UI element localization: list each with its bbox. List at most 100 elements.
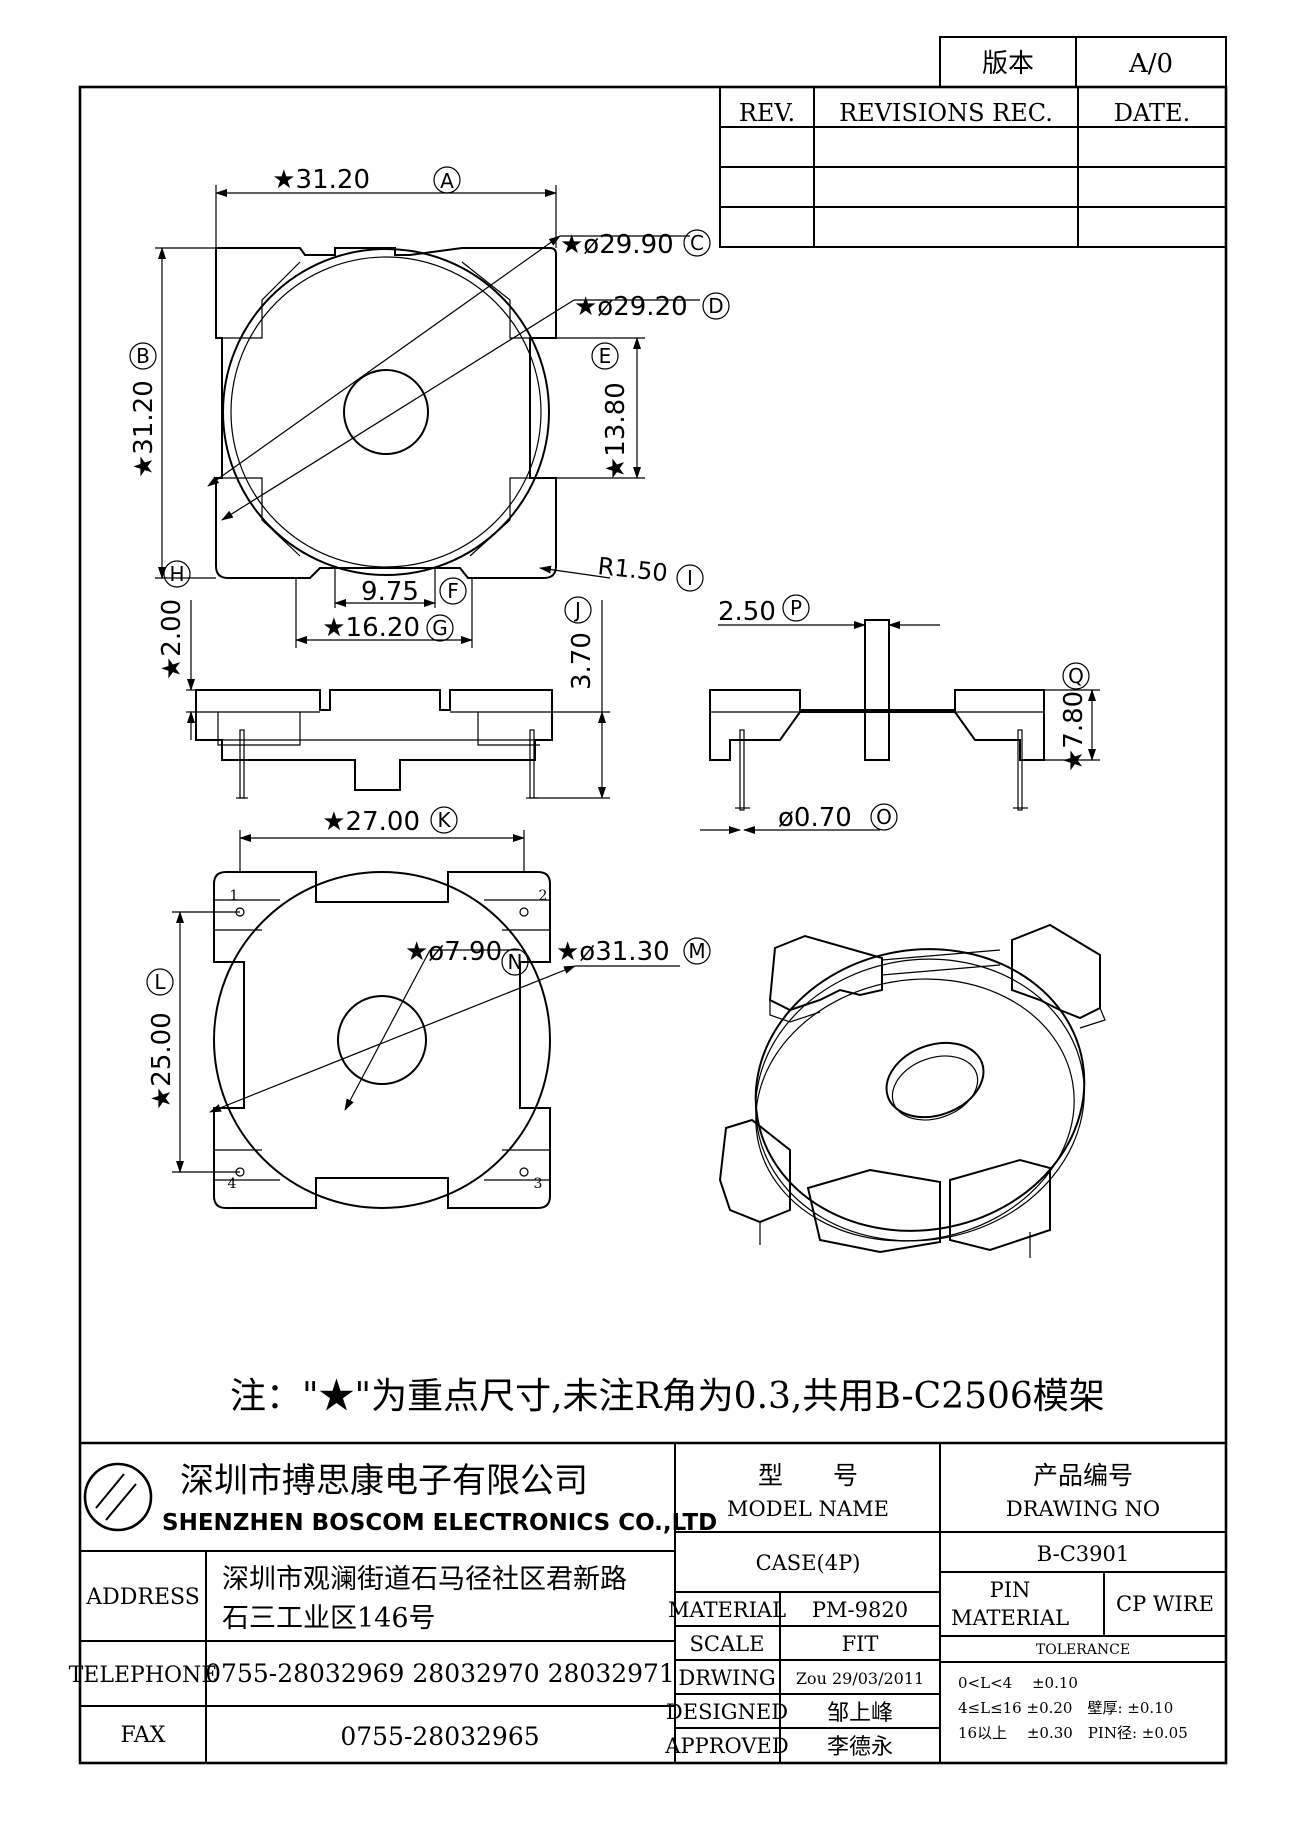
dim-Q-value: ★7.80	[1059, 691, 1089, 772]
dimension-H: ★2.00 H	[157, 560, 196, 740]
dim-J-value: 3.70	[567, 632, 597, 690]
sheet-border	[78, 85, 1228, 1765]
dimension-K: ★27.00 K	[239, 806, 525, 872]
dim-I-value: R1.50	[596, 552, 669, 587]
dim-M-value: ★ø31.30	[556, 937, 670, 967]
dim-F-value: 9.75	[361, 577, 419, 607]
scale-label: SCALE	[690, 1632, 765, 1656]
pin-material-label-2: MATERIAL	[951, 1606, 1069, 1630]
dimension-N: ★ø7.90 N	[405, 937, 529, 976]
center-hole	[343, 369, 429, 455]
title-block	[80, 1441, 1226, 1763]
company-name-en: SHENZHEN BOSCOM ELECTRONICS CO.,LTD	[162, 1510, 717, 1536]
dimension-F: 9.75 F	[334, 568, 467, 608]
dim-I-letter: I	[687, 566, 693, 590]
dim-D-letter: D	[708, 294, 723, 318]
dimension-B: ★31.20 B	[129, 247, 216, 579]
dim-Q-letter: Q	[1068, 664, 1084, 688]
address-label: ADDRESS	[85, 1585, 200, 1610]
drwing-value: Zou 29/03/2011	[796, 1669, 924, 1688]
revisions-header: REVISIONS REC.	[839, 99, 1053, 127]
dim-K-letter: K	[437, 808, 451, 832]
pin-1-label: 1	[230, 888, 239, 904]
designed-label: DESIGNED	[666, 1700, 788, 1724]
dimension-O: ø0.70 O	[700, 803, 898, 834]
dim-B-letter: B	[136, 344, 150, 368]
company-name-cn: 深圳市搏思康电子有限公司	[180, 1461, 588, 1501]
pin-3-label: 3	[534, 1176, 543, 1192]
dimension-M: ★ø31.30 M	[556, 937, 711, 967]
designed-value: 邹上峰	[827, 1701, 893, 1726]
dim-D-value: ★ø29.20	[574, 292, 688, 322]
dim-P-value: 2.50	[718, 597, 776, 627]
revision-table: REV. REVISIONS REC. DATE.	[719, 86, 1227, 248]
rev-header: REV.	[739, 99, 795, 127]
dim-A-value: ★31.20	[272, 165, 370, 195]
address-line-1: 深圳市观澜街道石马径社区君新路	[222, 1564, 627, 1595]
dim-C-letter: C	[690, 231, 704, 255]
company-logo	[83, 1462, 153, 1532]
dim-C-value: ★ø29.90	[560, 230, 674, 260]
approved-label: APPROVED	[664, 1734, 788, 1758]
dim-O-value: ø0.70	[778, 803, 852, 833]
dim-K-value: ★27.00	[322, 807, 420, 837]
dim-F-letter: F	[447, 579, 459, 603]
tolerance-row-2: 4≤L≤16 ±0.20 壁厚: ±0.10	[958, 1699, 1173, 1717]
bottom-view: 1 2 3 4	[209, 871, 680, 1209]
fax-value: 0755-28032965	[340, 1722, 539, 1751]
pin-4-label: 4	[228, 1176, 237, 1192]
dim-H-value: ★2.00	[157, 599, 187, 680]
drawing-no-label-en: DRAWING NO	[1006, 1497, 1160, 1521]
version-value: A/0	[1128, 49, 1173, 79]
pin-3-hole	[519, 1167, 529, 1177]
scale-value: FIT	[842, 1632, 879, 1656]
dim-H-letter: H	[169, 562, 184, 586]
top-view	[207, 235, 700, 579]
model-label-en: MODEL NAME	[727, 1497, 889, 1521]
dim-L-letter: L	[154, 970, 166, 994]
pin-material-value: CP WIRE	[1116, 1592, 1214, 1616]
dim-E-value: ★13.80	[601, 382, 631, 480]
dim-B-value: ★31.20	[129, 380, 159, 478]
dimension-C: ★ø29.90 C	[560, 229, 711, 260]
model-value: CASE(4P)	[756, 1551, 861, 1575]
address-line-2: 石三工业区146号	[222, 1603, 436, 1634]
drwing-label: DRWING	[678, 1666, 775, 1690]
dim-N-letter: N	[508, 950, 523, 974]
dim-G-value: ★16.20	[322, 613, 420, 643]
revision-version-box: 版本 A/0	[939, 36, 1227, 88]
tolerance-row-3: 16以上 ±0.30 PIN径: ±0.05	[958, 1724, 1188, 1742]
dim-L-value: ★25.00	[147, 1012, 177, 1110]
isometric-view	[718, 923, 1106, 1258]
pin-2-label: 2	[539, 888, 548, 904]
telephone-value: 0755-28032969 28032970 28032971	[205, 1659, 675, 1688]
date-header: DATE.	[1114, 99, 1190, 127]
dim-J-letter: J	[573, 598, 581, 622]
drawing-no-label-cn: 产品编号	[1033, 1461, 1133, 1490]
dim-M-letter: M	[688, 939, 705, 963]
dim-N-value: ★ø7.90	[405, 937, 502, 967]
tolerance-row-1: 0<L<4 ±0.10	[958, 1674, 1078, 1692]
pin-2-hole	[519, 907, 529, 917]
telephone-label: TELEPHONE	[69, 1663, 218, 1688]
model-label-cn: 型 号	[758, 1461, 858, 1490]
pin-material-label-1: PIN	[990, 1578, 1031, 1602]
material-label: MATERIAL	[668, 1598, 786, 1622]
dimension-Q: ★7.80 Q	[1022, 662, 1100, 772]
dimension-L: ★25.00 L	[146, 911, 240, 1173]
dim-A-letter: A	[440, 169, 454, 193]
dimension-J: 3.70 J	[535, 596, 610, 799]
dimension-A: ★31.20 A	[215, 165, 557, 248]
dim-E-letter: E	[599, 344, 612, 368]
dimension-I: R1.50 I	[539, 552, 704, 592]
side-view-right	[709, 619, 1045, 811]
dim-G-letter: G	[432, 616, 448, 640]
tolerance-label: TOLERANCE	[1036, 1642, 1130, 1658]
outer-circle	[222, 248, 550, 576]
dim-P-letter: P	[790, 596, 802, 620]
dimension-G: ★16.20 G	[295, 578, 473, 648]
fax-label: FAX	[121, 1723, 166, 1748]
inner-circle	[230, 256, 542, 568]
approved-value: 李德永	[827, 1735, 893, 1760]
